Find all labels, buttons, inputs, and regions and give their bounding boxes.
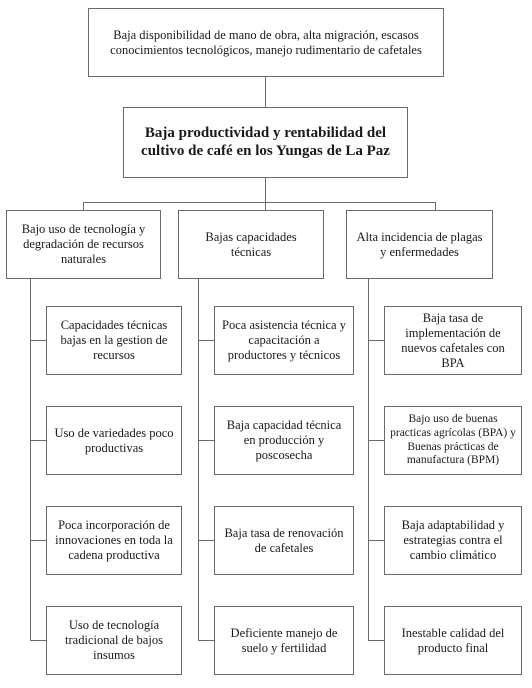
connector-spine-3 xyxy=(368,279,369,640)
connector-col1-item3 xyxy=(30,540,46,541)
branch-1-item-4-text: Uso de tecnología tradicional de bajos i… xyxy=(65,618,163,662)
connector-spine-1 xyxy=(30,279,31,640)
branch-1-item-4: Uso de tecnología tradicional de bajos i… xyxy=(46,606,182,675)
branch-2-item-3: Baja tasa de renovación de cafetales xyxy=(214,506,354,575)
branch-3-item-3: Baja adaptabilidad y estrategias contra … xyxy=(384,506,522,575)
branch-2-item-2: Baja capacidad técnica en producción y p… xyxy=(214,406,354,475)
branch-2-title: Bajas capacidades técnicas xyxy=(205,229,297,259)
connector-col3-item3 xyxy=(368,540,384,541)
main-problem-text: Baja productividad y rentabilidad del cu… xyxy=(141,125,390,159)
connector-bar-to-branch-3 xyxy=(435,202,436,210)
top-cause-box: Baja disponibilidad de mano de obra, alt… xyxy=(88,8,444,77)
branch-1-item-3: Poca incorporación de innovaciones en to… xyxy=(46,506,182,575)
branch-2-box: Bajas capacidades técnicas xyxy=(178,210,324,279)
connector-spine-2 xyxy=(198,279,199,640)
main-problem-box: Baja productividad y rentabilidad del cu… xyxy=(123,107,408,178)
connector-top-to-main xyxy=(265,77,266,107)
connector-col2-item4 xyxy=(198,640,214,641)
branch-3-item-1-text: Baja tasa de implementación de nuevos ca… xyxy=(401,310,505,370)
branch-3-item-4-text: Inestable calidad del producto final xyxy=(401,625,505,655)
branch-2-item-1: Poca asistencia técnica y capacitación a… xyxy=(214,306,354,375)
branch-2-item-4-text: Deficiente manejo de suelo y fertilidad xyxy=(230,625,338,655)
branch-1-item-3-text: Poca incorporación de innovaciones en to… xyxy=(55,518,173,562)
branch-1-item-2-text: Uso de variedades poco productivas xyxy=(54,425,174,455)
branch-2-item-2-text: Baja capacidad técnica en producción y p… xyxy=(226,418,342,462)
connector-col1-item2 xyxy=(30,440,46,441)
branch-1-item-2: Uso de variedades poco productivas xyxy=(46,406,182,475)
branch-1-title: Bajo uso de tecnología y degradación de … xyxy=(21,222,146,266)
branch-3-title: Alta incidencia de plagas y enfermedades xyxy=(356,229,483,259)
connector-col1-item1 xyxy=(30,340,46,341)
connector-col1-item4 xyxy=(30,640,46,641)
branch-3-item-4: Inestable calidad del producto final xyxy=(384,606,522,675)
connector-branch-bar xyxy=(83,202,435,203)
branch-2-item-3-text: Baja tasa de renovación de cafetales xyxy=(224,525,344,555)
connector-col3-item1 xyxy=(368,340,384,341)
connector-col3-item2 xyxy=(368,440,384,441)
connector-col2-item3 xyxy=(198,540,214,541)
branch-1-box: Bajo uso de tecnología y degradación de … xyxy=(6,210,161,279)
branch-3-item-1: Baja tasa de implementación de nuevos ca… xyxy=(384,306,522,375)
connector-col3-item4 xyxy=(368,640,384,641)
connector-col2-item1 xyxy=(198,340,214,341)
branch-3-item-3-text: Baja adaptabilidad y estrategias contra … xyxy=(401,518,505,562)
connector-col2-item2 xyxy=(198,440,214,441)
connector-bar-to-branch-2 xyxy=(265,202,266,210)
branch-3-box: Alta incidencia de plagas y enfermedades xyxy=(346,210,493,279)
top-cause-text: Baja disponibilidad de mano de obra, alt… xyxy=(110,27,422,57)
branch-3-item-2: Bajo uso de buenas practicas agrícolas (… xyxy=(384,406,522,475)
branch-2-item-4: Deficiente manejo de suelo y fertilidad xyxy=(214,606,354,675)
branch-2-item-1-text: Poca asistencia técnica y capacitación a… xyxy=(222,318,346,362)
branch-1-item-1-text: Capacidades técnicas bajas en la gestion… xyxy=(60,318,168,362)
connector-main-to-branches xyxy=(265,178,266,202)
branch-1-item-1: Capacidades técnicas bajas en la gestion… xyxy=(46,306,182,375)
branch-3-item-2-text: Bajo uso de buenas practicas agrícolas (… xyxy=(390,412,516,467)
connector-bar-to-branch-1 xyxy=(83,202,84,210)
